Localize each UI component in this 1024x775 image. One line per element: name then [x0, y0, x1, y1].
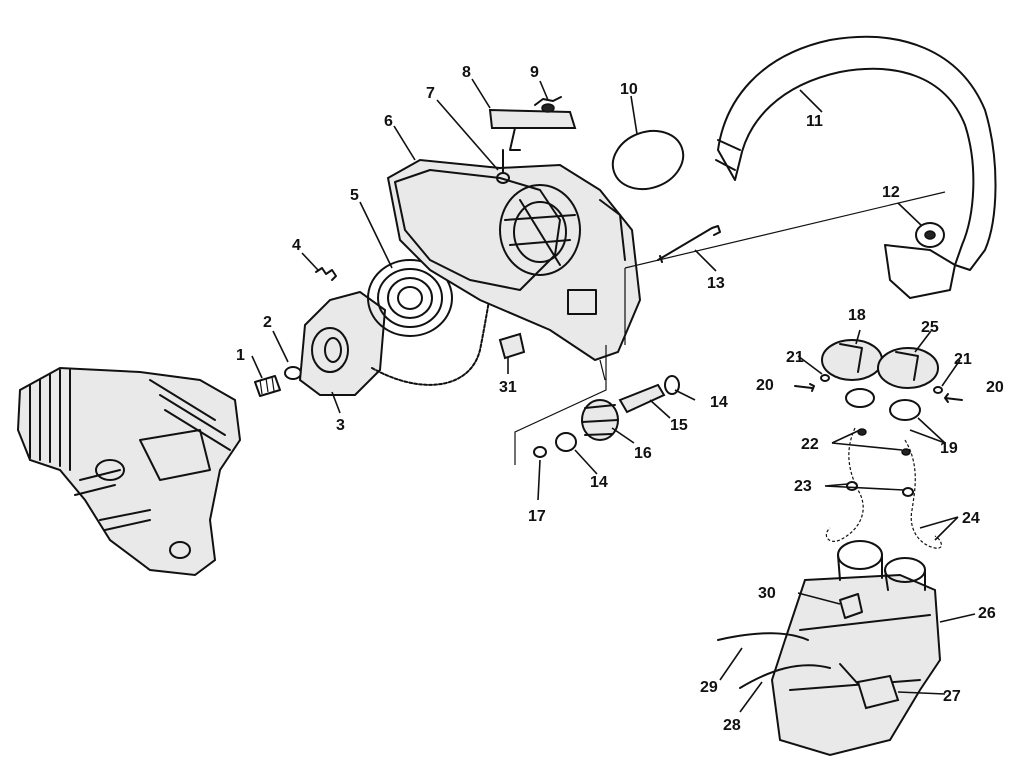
- callout-31: 31: [499, 379, 517, 396]
- callout-16: 16: [634, 445, 652, 462]
- fuel-line-part-29: [717, 632, 809, 641]
- fuel-oil-tank-part-26: [770, 540, 942, 757]
- callout-3: 3: [336, 417, 345, 434]
- callout-28: 28: [723, 717, 741, 734]
- callout-18: 18: [848, 307, 866, 324]
- callout-14-upper: 14: [710, 394, 728, 411]
- callout-7: 7: [426, 85, 435, 102]
- gasket-part-10: [611, 129, 685, 191]
- callout-25: 25: [921, 319, 939, 336]
- retainer-chains-parts-22-24: [825, 427, 942, 549]
- callout-23: 23: [794, 478, 812, 495]
- ring-part-14-lower: [555, 432, 577, 452]
- screw-part-20-right: [944, 393, 963, 403]
- callout-29: 29: [700, 679, 718, 696]
- clip-part-31: [498, 332, 526, 360]
- fastener-part-7: [496, 149, 510, 184]
- callout-10: 10: [620, 81, 638, 98]
- ring-part-14-upper: [664, 375, 680, 395]
- cap-gasket-part-19-left: [845, 388, 875, 408]
- callout-12: 12: [882, 184, 900, 201]
- callout-30: 30: [758, 585, 776, 602]
- callout-27: 27: [943, 688, 961, 705]
- callout-13: 13: [707, 275, 725, 292]
- bushing-part-12: [915, 222, 945, 248]
- callout-11: 11: [806, 113, 823, 130]
- callout-19: 19: [940, 440, 958, 457]
- assembly-outline: [514, 191, 946, 465]
- bolt-part-13: [657, 225, 721, 263]
- callout-6: 6: [384, 113, 393, 130]
- callout-22: 22: [801, 436, 819, 453]
- callout-20-right: 20: [986, 379, 1004, 396]
- callout-1: 1: [236, 347, 245, 364]
- clutch-part-16: [581, 399, 619, 441]
- callout-21-right: 21: [954, 351, 972, 368]
- cap-gasket-part-19-right: [889, 399, 921, 421]
- callout-4: 4: [292, 237, 301, 254]
- oil-cap-part-25: [877, 347, 939, 389]
- callout-2: 2: [263, 314, 272, 331]
- screw-part-9: [534, 96, 562, 113]
- screw-part-20-left: [794, 383, 815, 392]
- fitting-part-30: [839, 593, 863, 619]
- fuel-filter-part-27: [839, 663, 900, 710]
- pin-part-15: [618, 383, 666, 414]
- washer-part-21-left: [820, 374, 830, 382]
- bracket-part-8: [488, 108, 577, 151]
- spring-part-4: [315, 267, 337, 281]
- callout-14-lower: 14: [590, 474, 608, 491]
- washer-part-17: [533, 446, 547, 458]
- fuel-cap-part-18: [821, 339, 883, 381]
- recoil-spring-part-5: [367, 259, 453, 337]
- callout-5: 5: [350, 187, 359, 204]
- callout-17: 17: [528, 508, 546, 525]
- leader-lines: [251, 78, 976, 713]
- fuel-line-part-28: [739, 664, 831, 689]
- callout-8: 8: [462, 64, 471, 81]
- callout-20-left: 20: [756, 377, 774, 394]
- engine-cylinder-assembly: [16, 366, 242, 577]
- washer-part-21-right: [933, 386, 943, 394]
- bolt-part-1: [254, 375, 281, 397]
- callout-21-left: 21: [786, 349, 804, 366]
- callout-15: 15: [670, 417, 688, 434]
- callout-labels: 1 2 3 4 5 6 7 8 9 10 11 12 13 14 14 15 1…: [236, 64, 1004, 734]
- front-handle-part-11: [715, 35, 997, 299]
- callout-24: 24: [962, 510, 980, 527]
- washer-part-2: [284, 366, 302, 380]
- starter-pulley-part-3: [298, 290, 387, 396]
- callout-26: 26: [978, 605, 996, 622]
- starter-housing-part-6: [386, 158, 642, 362]
- callout-9: 9: [530, 64, 539, 81]
